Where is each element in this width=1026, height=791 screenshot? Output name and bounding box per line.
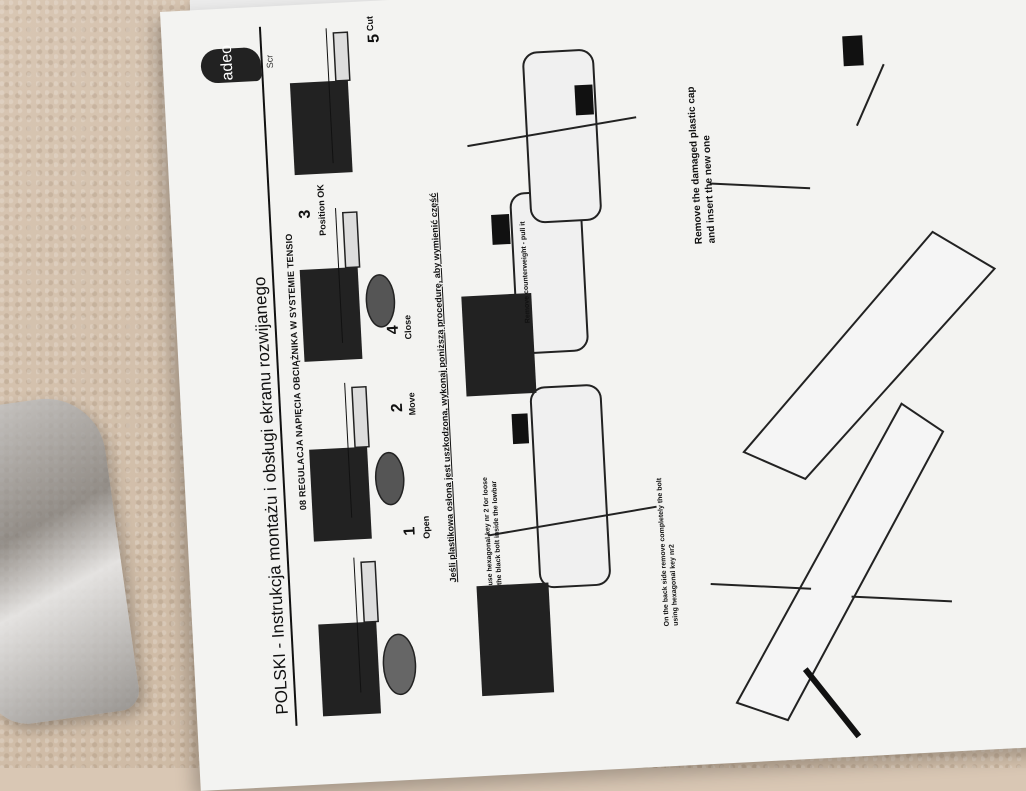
step-4-label: Close bbox=[402, 314, 414, 340]
step-1-label: Open bbox=[420, 515, 432, 540]
step-illustrations bbox=[325, 28, 997, 739]
manual-page: adeo Scr POLSKI - Instrukcja montażu i o… bbox=[160, 0, 1026, 791]
lowbar-block-1 bbox=[476, 582, 555, 697]
step-2-number: 2 bbox=[388, 402, 407, 413]
step-4-number: 4 bbox=[384, 324, 403, 335]
step-2-label: Move bbox=[406, 392, 418, 416]
step-5-label: Cut bbox=[364, 15, 376, 32]
step-5-number: 5 bbox=[365, 33, 383, 44]
step-1-number: 1 bbox=[401, 526, 419, 537]
step-3-number: 3 bbox=[296, 209, 315, 220]
